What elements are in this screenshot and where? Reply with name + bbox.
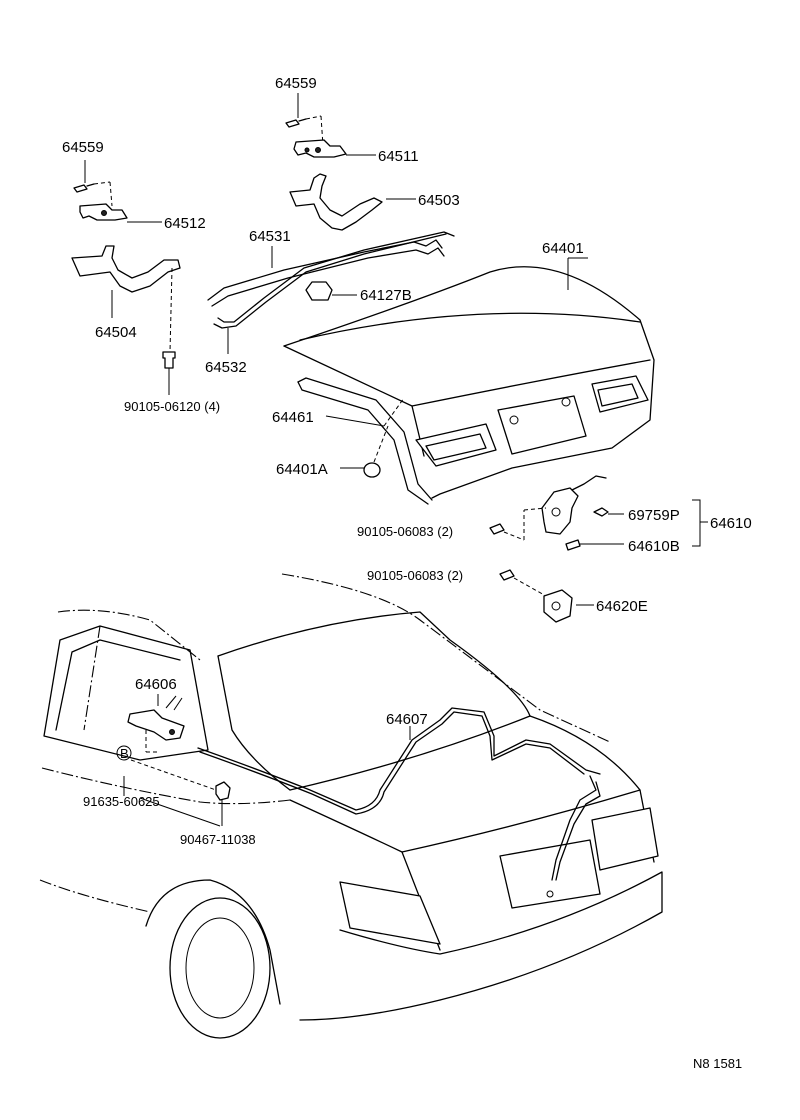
label-64503: 64503: [418, 192, 460, 209]
label-64461: 64461: [272, 409, 314, 426]
label-69759P: 69759P: [628, 507, 680, 524]
label-marker-b: B: [120, 746, 129, 761]
label-64607: 64607: [386, 711, 428, 728]
lock-assembly-64610: [489, 475, 708, 623]
bolt-90105-06083-a: [489, 523, 505, 535]
label-64511: 64511: [378, 148, 419, 165]
label-64401: 64401: [542, 240, 584, 257]
label-90105-06083-b: 90105-06083 (2): [367, 568, 463, 583]
marker-b-circle: [116, 745, 132, 761]
hinge-arm-64503: [289, 173, 383, 231]
bolt-64559-left: [73, 184, 88, 193]
hinge-left-group: [71, 160, 181, 395]
torsion-rod-64531: [207, 239, 443, 301]
car-body: [39, 573, 663, 1039]
hinge-right-group: [285, 93, 416, 231]
label-64610B: 64610B: [628, 538, 680, 555]
striker-64620E: [543, 589, 573, 623]
opener-cable-64607: [197, 707, 601, 898]
label-64559-top: 64559: [275, 75, 317, 92]
label-90467-11038: 90467-11038: [180, 832, 256, 847]
label-91635-60625: 91635-60625: [83, 794, 160, 809]
label-64504: 64504: [95, 324, 137, 341]
hinge-arm-64504: [71, 245, 181, 293]
label-90105-06083-a: 90105-06083 (2): [357, 524, 453, 539]
trunk-lid-64401: [283, 257, 655, 499]
label-64606: 64606: [135, 676, 177, 693]
torsion-rod-64532: [217, 231, 455, 323]
bolt-90105-06120: [162, 351, 176, 369]
label-64512: 64512: [164, 215, 206, 232]
bumper-64401A: [363, 462, 381, 478]
bolt-64559-top: [285, 119, 300, 128]
torsion-rods: [207, 231, 455, 354]
label-64401A: 64401A: [276, 461, 328, 478]
figure-code: N8 1581: [693, 1056, 742, 1071]
callout-labels: 64559 64511 64503 64559 64512 64531 6440…: [62, 75, 752, 1071]
bolt-90105-06083-b: [499, 569, 515, 581]
clip-90467-11038: [215, 781, 231, 801]
label-64531: 64531: [249, 228, 291, 245]
weatherstrip-64461: [297, 377, 433, 505]
label-64532: 64532: [205, 359, 247, 376]
cushion-64127B: [305, 281, 333, 301]
label-64127B: 64127B: [360, 287, 412, 304]
label-64559-left: 64559: [62, 139, 104, 156]
label-64610: 64610: [710, 515, 752, 532]
lever-64606: [116, 694, 231, 827]
label-90105-06120: 90105-06120 (4): [124, 399, 220, 414]
label-64620E: 64620E: [596, 598, 648, 615]
